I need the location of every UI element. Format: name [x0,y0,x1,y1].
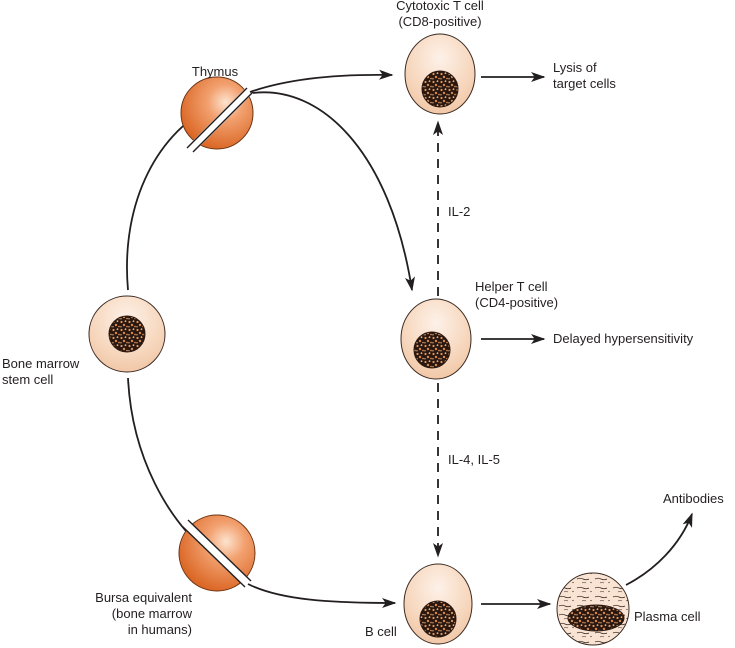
thymus-label: Thymus [191,64,239,79]
thymus-to-helper-arrow [252,91,415,292]
il2-label: IL-2 [448,204,471,219]
cytotoxic-label-line-1: Cytotoxic T cell [396,0,484,13]
cytotoxic-label: Cytotoxic T cell (CD8-positive) [375,0,505,30]
lysis-label-line-2: target cells [553,76,616,91]
thymus-to-cytotoxic-arrow [249,69,394,93]
lysis-label: Lysis of target cells [553,60,616,92]
stem-cell-label: Bone marrow stem cell [2,356,79,388]
plasma-nucleus [567,604,625,632]
stem-cell-nucleus [108,315,146,353]
helper-nucleus [413,331,451,369]
stem-label-line-2: stem cell [2,372,54,387]
stem-label-line-1: Bone marrow [2,356,80,371]
plasma-cell-label: Plasma cell [634,609,701,624]
b-cell [403,563,473,645]
helper-label-line-1: Helper T cell [475,279,548,294]
antibodies-label: Antibodies [663,491,724,506]
b-cell-nucleus [419,600,457,638]
b-cell-label: B cell [365,624,397,639]
bursa-label-line-1: Bursa equivalent [95,590,192,605]
helper-label: Helper T cell (CD4-positive) [475,279,558,311]
lysis-label-line-1: Lysis of [553,60,597,75]
il45-label: IL-4, IL-5 [448,452,501,467]
helper-label-line-2: (CD4-positive) [475,295,559,310]
stem-cell [88,295,166,373]
thymus-organ [180,76,254,154]
delayed-hypersensitivity-label: Delayed hypersensitivity [553,331,694,346]
bursa-organ [178,514,256,592]
cytotoxic-t-cell [404,33,476,115]
helper-t-cell [400,298,472,380]
cytotoxic-label-line-2: (CD8-positive) [398,14,482,29]
plasma-cell [556,572,630,646]
bursa-label-line-3: in humans) [127,622,192,637]
plasma-to-antibodies-arrow [625,512,693,586]
bursa-label: Bursa equivalent (bone marrow in humans) [60,590,192,638]
bursa-to-bcell-arrow [247,583,397,609]
cytotoxic-nucleus [421,70,459,108]
bursa-label-line-2: (bone marrow [111,606,192,621]
